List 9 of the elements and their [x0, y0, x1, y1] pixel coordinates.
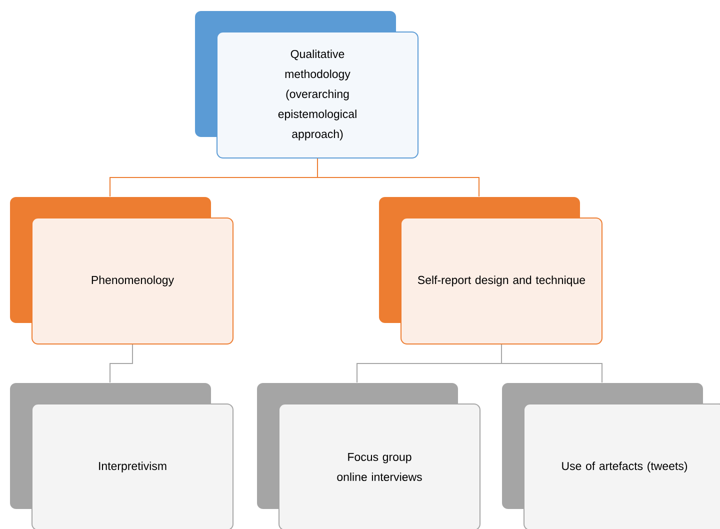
- connector-line: [501, 344, 602, 383]
- stacked-box: Phenomenology: [10, 197, 234, 344]
- stacked-box: Interpretivism: [10, 383, 234, 529]
- stacked-box: Use of artefacts (tweets): [502, 383, 720, 529]
- stacked-box: Self-report design and technique: [379, 197, 602, 344]
- stacked-box: Focus group online interviews: [257, 383, 480, 529]
- connector-line: [317, 158, 480, 197]
- stacked-box: Qualitative methodology (overarching epistemological approach): [195, 11, 418, 158]
- connector-line: [110, 344, 133, 383]
